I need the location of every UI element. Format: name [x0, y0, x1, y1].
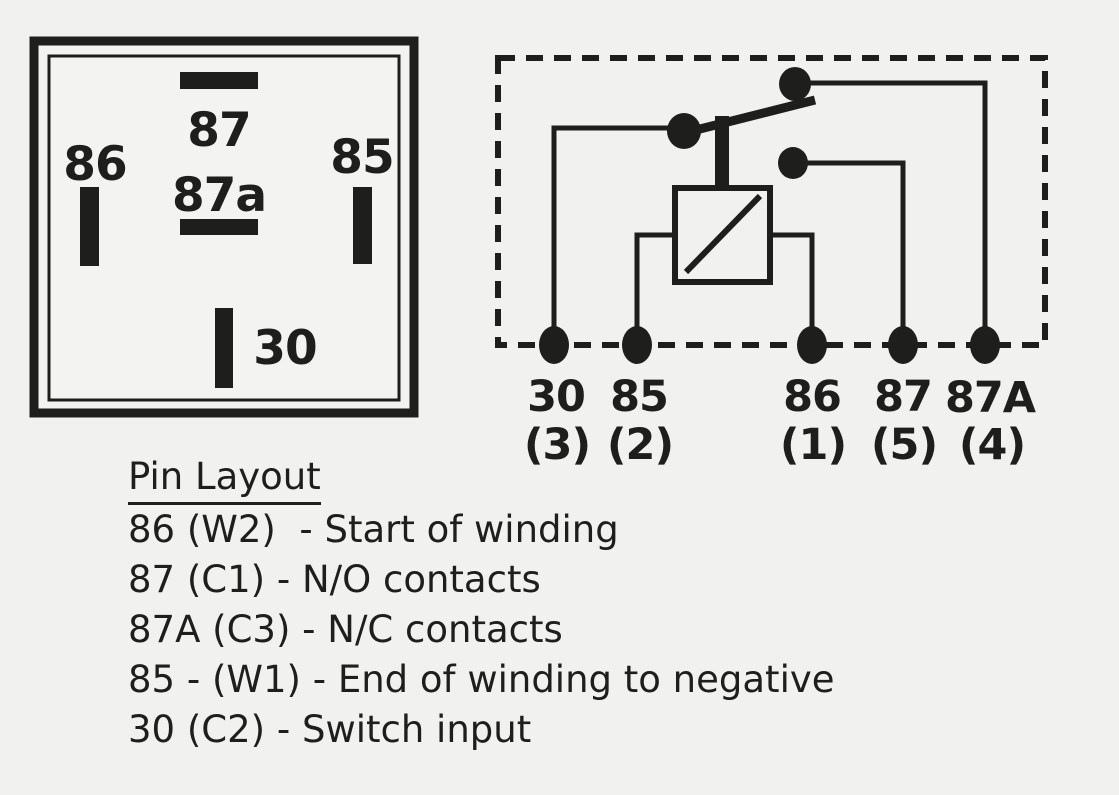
wire-pin87a-to-contact	[795, 80, 988, 345]
switch-blade	[678, 95, 817, 139]
contact-dot-common	[667, 113, 701, 149]
terminal-pin-30	[539, 326, 569, 364]
terminal-pin-86	[797, 326, 827, 364]
terminal-label-87a: 87A	[945, 373, 1037, 423]
terminal-number-87: (5)	[871, 420, 937, 470]
terminal-label-30: 30	[527, 372, 585, 422]
pin-86-pad	[80, 187, 99, 266]
terminal-number-30: (3)	[524, 420, 590, 470]
pin-87a-label: 87a	[172, 168, 266, 223]
wire-pin85-to-coil	[634, 232, 678, 345]
contact-dot-87	[778, 147, 808, 179]
pin-layout-item-87a: 87A (C3) - N/C contacts	[128, 608, 563, 651]
pin-86-label: 86	[63, 137, 126, 192]
pin-layout-item-87: 87 (C1) - N/O contacts	[128, 558, 541, 601]
relay-case-inner-border	[47, 54, 401, 402]
pin-87a-pad	[180, 219, 258, 235]
terminal-number-86: (1)	[780, 420, 846, 470]
terminal-pin-85	[622, 326, 652, 364]
wire-pin30-to-common	[551, 125, 684, 345]
terminal-pin-87	[888, 326, 918, 364]
pin-30-label: 30	[253, 321, 316, 376]
pin-30-pad	[215, 308, 233, 388]
pin-85-pad	[353, 187, 372, 264]
wire-pin87-to-contact	[793, 160, 906, 345]
terminal-pin-87a	[970, 326, 1000, 364]
pin-layout-item-85: 85 - (W1) - End of winding to negative	[128, 658, 835, 701]
coil-diagonal	[683, 193, 763, 275]
relay-top-view-diagram: 87 87a 86 85 30	[29, 36, 419, 418]
pin-87-pad	[180, 72, 258, 89]
terminal-label-86: 86	[783, 372, 841, 422]
relay-schematic-diagram: 30 85 86 87 87A (3) (2) (1) (5) (4)	[495, 55, 1048, 470]
terminal-label-85: 85	[610, 372, 668, 422]
pin-layout-item-30: 30 (C2) - Switch input	[128, 708, 532, 751]
relay-body-dashed-outline	[495, 55, 1048, 348]
pin-layout-item-86: 86 (W2) - Start of winding	[128, 508, 619, 551]
terminal-number-85: (2)	[607, 420, 673, 470]
terminal-number-87a: (4)	[959, 420, 1025, 470]
terminal-label-87: 87	[874, 372, 932, 422]
contact-dot-87a	[779, 67, 811, 101]
pin-87-label: 87	[187, 103, 250, 158]
pin-layout-legend: Pin Layout 86 (W2) - Start of winding 87…	[128, 452, 1028, 755]
pin-layout-title: Pin Layout	[128, 452, 321, 505]
pin-85-label: 85	[330, 130, 393, 185]
wire-pin86-to-coil	[767, 232, 815, 345]
